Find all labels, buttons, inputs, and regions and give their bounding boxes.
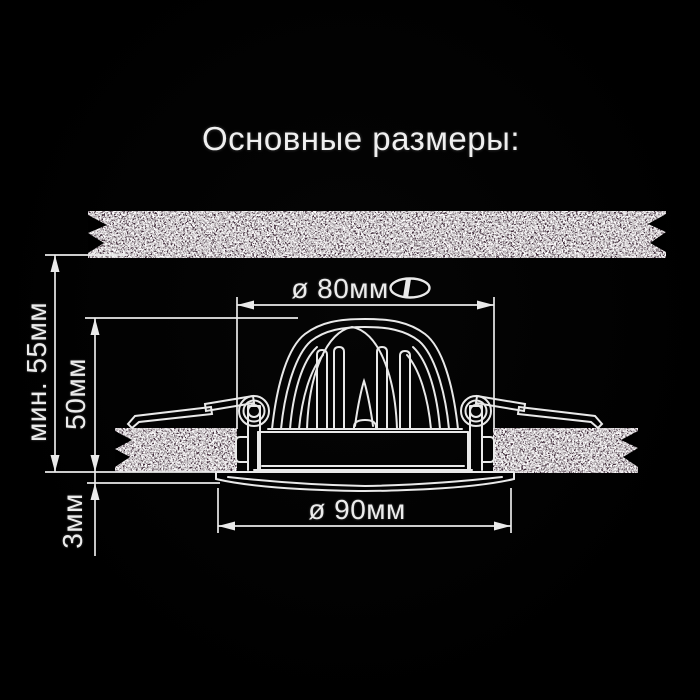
lamp-housing <box>253 431 473 471</box>
heatsink-fins <box>267 317 463 430</box>
dimension-min-depth-55mm <box>45 254 246 473</box>
dimension-cutout-80mm <box>236 297 495 429</box>
cutout-diameter-label: ø 80мм <box>291 273 389 304</box>
dimension-lines <box>45 254 512 556</box>
cutout-hole-icon <box>388 276 432 305</box>
spring-clip-right <box>460 394 604 430</box>
ceiling-right-band <box>493 428 638 473</box>
ceiling-left-band <box>115 428 237 472</box>
outer-diameter-label: ø 90мм <box>308 494 406 525</box>
trim-ring <box>215 471 515 493</box>
dimension-height-50mm <box>85 317 298 472</box>
dimension-protrusion-3mm <box>87 472 220 556</box>
ceiling-top-band <box>88 211 666 258</box>
dimension-outer-90mm <box>217 488 512 533</box>
spring-clip-left <box>126 394 270 430</box>
min-depth-label: мин. 55мм <box>21 301 52 443</box>
body-height-label: 50мм <box>60 358 91 430</box>
page-title: Основные размеры: <box>202 120 520 157</box>
trim-protrusion-label: 3мм <box>57 493 88 549</box>
downlight-fixture <box>126 317 604 493</box>
